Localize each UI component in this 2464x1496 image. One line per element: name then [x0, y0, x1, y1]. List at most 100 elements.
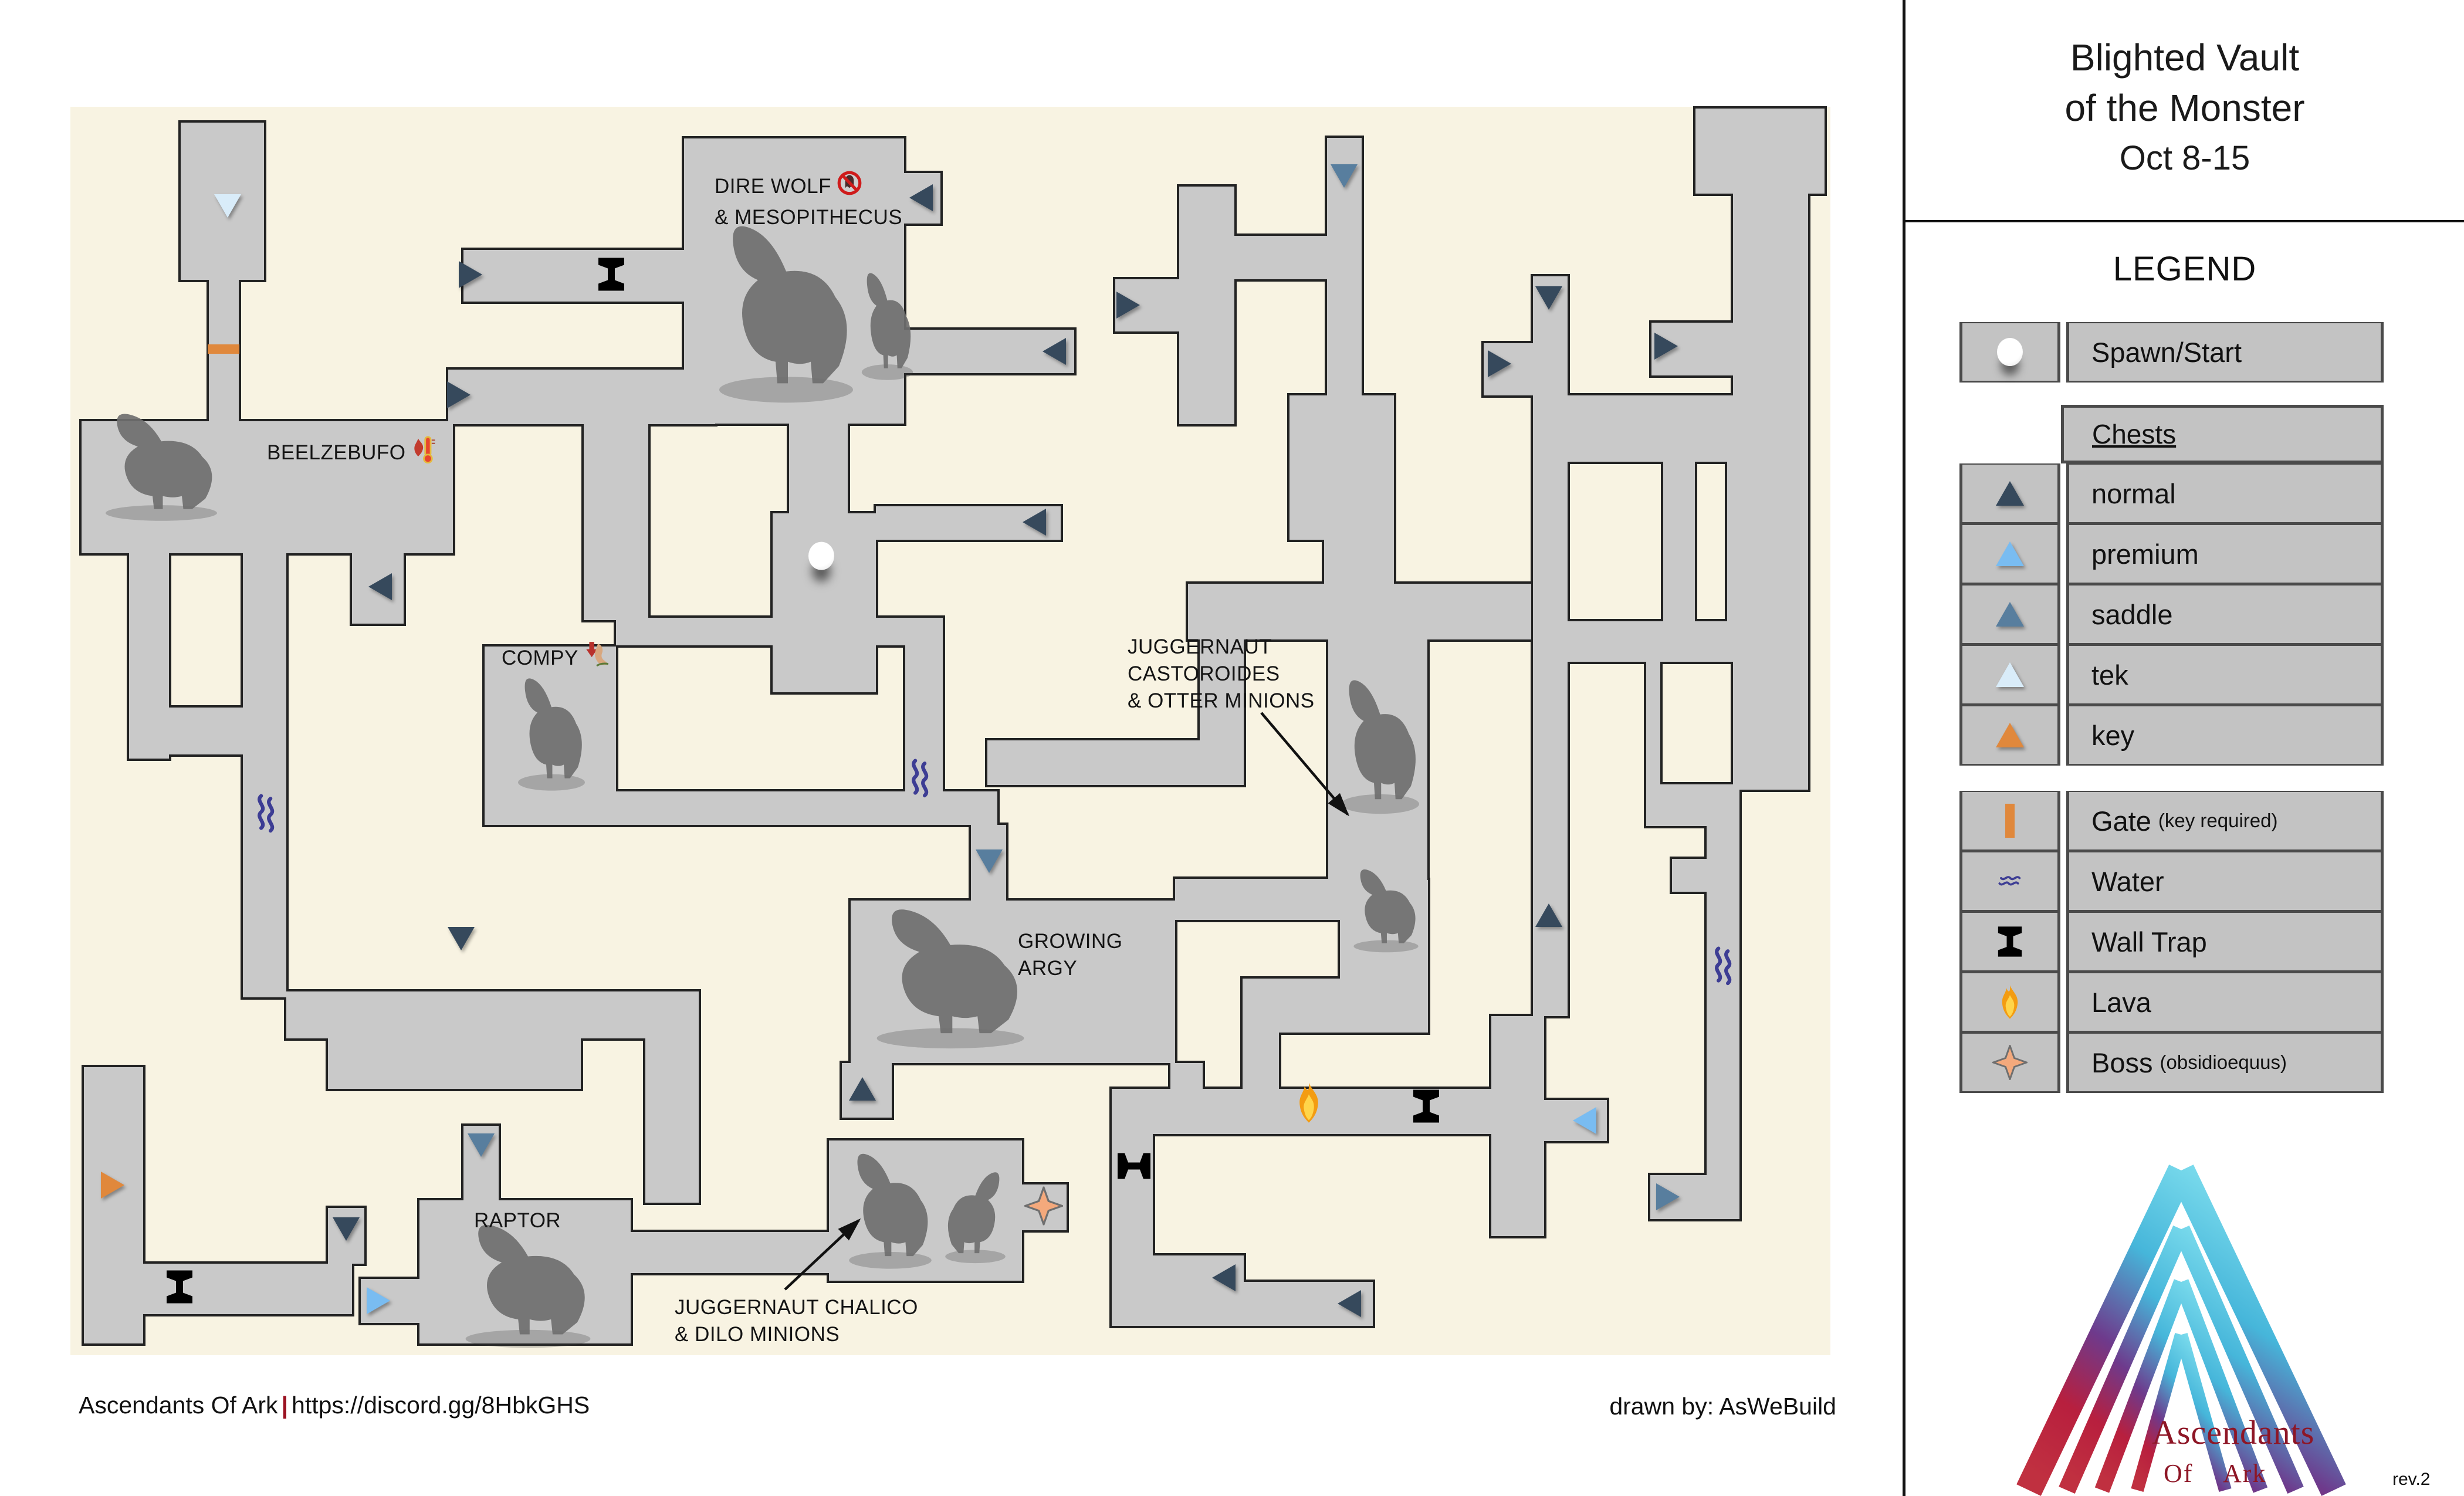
chest-normal-marker: [1043, 338, 1066, 365]
chest-key-marker: [101, 1172, 124, 1199]
dilophosaur-image: [936, 1165, 1015, 1264]
title-line-2: of the Monster: [2064, 87, 2305, 129]
map-room: [1707, 790, 1739, 1219]
map-room: [773, 513, 876, 692]
legend-row-chest-saddle-icon: [1959, 584, 2060, 645]
map-room: [1188, 584, 1531, 639]
compy-image: [507, 669, 595, 792]
dire-wolf-image: [698, 211, 874, 405]
map-room: [1646, 662, 1660, 784]
legend-row-lava: Lava: [1959, 972, 2384, 1033]
map-room: [1175, 879, 1369, 920]
map-room: [1733, 170, 1808, 790]
map-room: [616, 618, 943, 645]
gate-marker: [208, 344, 239, 354]
leg-icon: [583, 641, 610, 676]
castoroides-label: JUGGERNAUT CASTOROIDES & OTTER MINIONS: [1128, 634, 1315, 715]
legend-row-chest-tek: tek: [1959, 645, 2384, 705]
chest-normal-marker: [1023, 509, 1046, 536]
legend-heading: LEGEND: [2113, 250, 2257, 288]
chest-normal-marker: [459, 261, 482, 288]
beelzebufo-frog-image: [88, 405, 235, 522]
map-room: [1324, 540, 1394, 584]
argy-label-line: GROWING: [1018, 930, 1123, 953]
dire-wolf-label-line: DIRE WOLF: [715, 169, 902, 204]
beelzebufo-label: BEELZEBUFO: [267, 435, 437, 471]
map-room: [1243, 1033, 1279, 1091]
legend-row-chest-saddle: saddle: [1959, 584, 2384, 645]
map-room: [987, 740, 1244, 785]
chest-normal-marker: [333, 1217, 360, 1241]
castoroides-label-line: & OTTER MINIONS: [1128, 689, 1315, 712]
legend-row-spawn-icon: [1959, 322, 2060, 383]
compy-label: COMPY: [502, 641, 610, 676]
legend-row-boss: Boss(obsidioequus): [1959, 1033, 2384, 1093]
legend-row-walltrap: Wall Trap: [1959, 912, 2384, 972]
map-room: [789, 424, 848, 516]
argy-label-line: ARGY: [1018, 957, 1078, 980]
raptor-label: RAPTOR: [474, 1207, 561, 1234]
map-room: [463, 250, 713, 302]
wall-trap-marker: [1412, 1088, 1440, 1128]
chest-tek-marker: [214, 194, 241, 218]
chalico-label: JUGGERNAUT CHALICO& DILO MINIONS: [675, 1294, 918, 1348]
panel-divider: [1903, 0, 1905, 1496]
legend-row-chest-key-label: key: [2066, 705, 2384, 766]
chest-normal-marker: [1338, 1290, 1361, 1317]
logo-wordmark-2: Of Ark: [2164, 1459, 2267, 1488]
wall-trap-marker: [165, 1269, 194, 1308]
legend-row-chest-saddle-label: saddle: [2066, 584, 2384, 645]
legend-row-gate-label: Gate(key required): [2066, 791, 2384, 851]
legend-row-chest-premium: premium: [1959, 524, 2384, 584]
map-room: [1234, 236, 1327, 279]
legend-row-water: Water: [1959, 851, 2384, 912]
chest-normal-marker: [1212, 1264, 1236, 1291]
wall-trap-marker: [1118, 1148, 1150, 1187]
legend-row-chest-normal-label: normal: [2066, 463, 2384, 524]
map-room: [616, 791, 997, 825]
legend-row-lava-icon: [1959, 972, 2060, 1033]
legend-row-chest-tek-label: tek: [2066, 645, 2384, 705]
chest-normal-marker: [368, 573, 392, 600]
mesopithecus-image: [854, 264, 921, 381]
legend-row-chest-normal: normal: [1959, 463, 2384, 524]
legend-row-chest-key-icon: [1959, 705, 2060, 766]
map-room: [1112, 1282, 1373, 1326]
castoroides-label-line: CASTOROIDES: [1128, 662, 1280, 685]
map-room: [1533, 639, 1568, 1016]
map-room: [448, 370, 715, 424]
castoroides-label-line: JUGGERNAUT: [1128, 635, 1272, 658]
water-marker: [1709, 943, 1736, 993]
title-line-1: Blighted Vault: [2070, 36, 2300, 79]
legend-row-chest-tek-icon: [1959, 645, 2060, 705]
map-room: [1491, 1016, 1544, 1236]
legend-row-water-icon: [1959, 851, 2060, 912]
wall-trap-marker: [597, 256, 625, 296]
title-dates: Oct 8-15: [2119, 139, 2250, 177]
legend-row-boss-icon: [1959, 1033, 2060, 1093]
chest-normal-marker: [448, 927, 475, 950]
legend-row-boss-label: Boss(obsidioequus): [2066, 1033, 2384, 1093]
legend-row-chest-key: key: [1959, 705, 2384, 766]
map-room: [1695, 109, 1825, 194]
raptor-image: [446, 1214, 610, 1349]
chest-normal-marker: [1654, 333, 1678, 360]
title-divider: [1905, 220, 2464, 222]
chest-saddle-marker: [1331, 164, 1358, 188]
map-room: [631, 1232, 829, 1273]
map-room: [645, 1038, 699, 1203]
legend-row-chest-premium-icon: [1959, 524, 2060, 584]
map-room: [1533, 621, 1759, 662]
ascendants-logo-icon: [2005, 1162, 2369, 1496]
legend-row-gate: Gate(key required): [1959, 791, 2384, 851]
chest-premium-marker: [1573, 1107, 1596, 1134]
dire-wolf-label-line: & MESOPITHECUS: [715, 206, 903, 229]
lava-marker: [1294, 1081, 1324, 1128]
map-title: Blighted Vault of the Monster Oct 8-15: [1905, 32, 2464, 184]
chalico-label-line: & DILO MINIONS: [675, 1323, 840, 1346]
logo-wordmark: Ascendants: [2152, 1413, 2315, 1451]
map-room: [84, 1067, 143, 1343]
chest-saddle-marker: [1656, 1183, 1680, 1210]
